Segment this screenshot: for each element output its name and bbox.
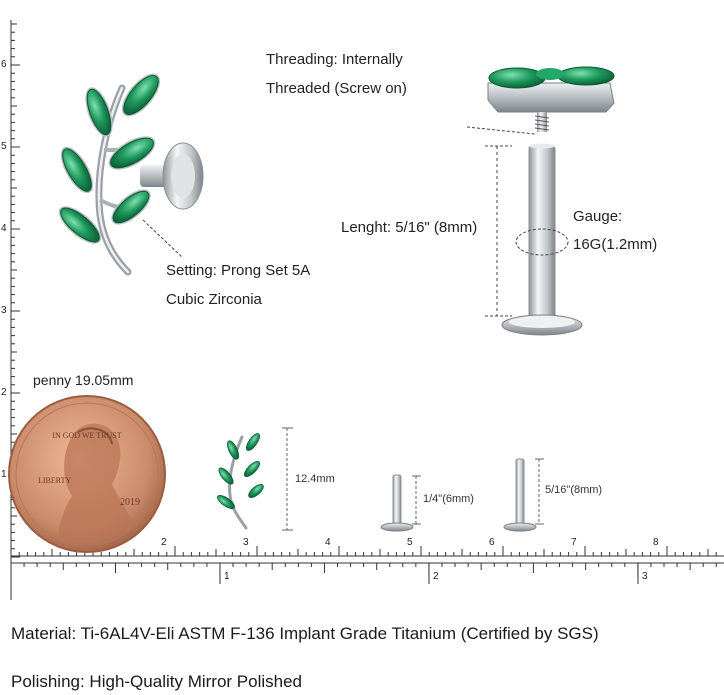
vertical-ruler-number: 5 — [1, 141, 7, 152]
horizontal-ruler-cm-number: 7 — [571, 537, 577, 548]
horizontal-ruler-cm-number: 2 — [161, 537, 167, 548]
gauge-label-line2: 16G(1.2mm) — [573, 236, 658, 253]
gauge-label-line1: Gauge: — [573, 208, 623, 225]
leaf-stud-large — [58, 73, 204, 276]
labret-post-6mm — [380, 474, 414, 532]
horizontal-ruler-cm-number: 8 — [653, 537, 659, 548]
horizontal-ruler-cm-number: 6 — [489, 537, 495, 548]
horizontal-ruler-inch-number: 1 — [224, 571, 230, 582]
material-spec: Material: Ti-6AL4V-Eli ASTM F-136 Implan… — [11, 624, 599, 643]
vertical-ruler-number: 4 — [1, 223, 7, 234]
vertical-ruler-number: 3 — [1, 305, 7, 316]
threading-label-line2: Threaded (Screw on) — [266, 80, 407, 97]
length-label: Lenght: 5/16" (8mm) — [341, 219, 478, 236]
leaf-height-label: 12.4mm — [295, 473, 335, 485]
post-6mm-label: 1/4"(6mm) — [423, 493, 474, 505]
leaf-height-dimension — [282, 427, 293, 531]
polishing-spec: Polishing: High-Quality Mirror Polished — [11, 672, 303, 691]
horizontal-ruler-inch-number: 3 — [642, 571, 648, 582]
horizontal-ruler-cm-number: 5 — [407, 537, 413, 548]
coin-motto: IN GOD WE TRUST — [52, 431, 121, 440]
coin-year: 2019 — [120, 497, 140, 508]
setting-label-line2: Cubic Zirconia — [166, 291, 262, 308]
leaf-stud-small — [217, 433, 264, 530]
horizontal-ruler-cm-number: 3 — [243, 537, 249, 548]
post-8mm-label: 5/16"(8mm) — [545, 484, 603, 496]
penny-size-label: penny 19.05mm — [33, 372, 134, 388]
labret-post-8mm — [503, 458, 537, 532]
small-post-dimensions — [412, 458, 544, 525]
penny-coin — [8, 395, 166, 553]
threading-label-line1: Threading: Internally — [266, 51, 403, 68]
horizontal-ruler-inch-number: 2 — [433, 571, 439, 582]
labret-post-large — [501, 143, 583, 336]
horizontal-ruler — [10, 546, 724, 584]
coin-liberty: LIBERTY — [38, 476, 72, 485]
dimension-lines — [142, 126, 569, 317]
vertical-ruler-number: 1 — [1, 469, 7, 480]
vertical-ruler-number: 6 — [1, 59, 7, 70]
vertical-ruler-number: 2 — [1, 387, 7, 398]
horizontal-ruler-cm-number: 4 — [325, 537, 331, 548]
threaded-top — [487, 66, 615, 132]
setting-label-line1: Setting: Prong Set 5A — [166, 262, 311, 279]
